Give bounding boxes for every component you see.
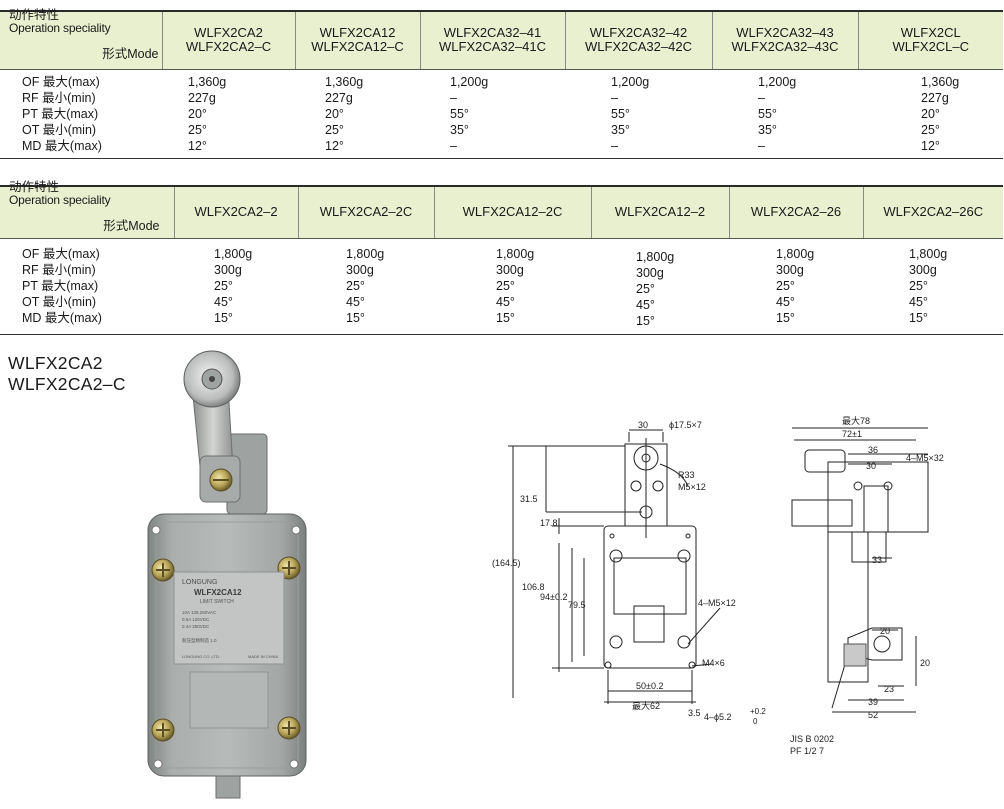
svg-text:M5×12: M5×12: [678, 482, 706, 492]
svg-text:0.4A 250VDC: 0.4A 250VDC: [182, 624, 210, 629]
svg-text:72±1: 72±1: [842, 429, 862, 439]
svg-text:20: 20: [920, 658, 930, 668]
svg-text:(164.5): (164.5): [492, 558, 521, 568]
row-labels: OF 最大(max) RF 最小(min) PT 最大(max) OT 最小(m…: [0, 238, 174, 335]
svg-text:4–M5×32: 4–M5×32: [906, 453, 944, 463]
svg-text:M4×6: M4×6: [702, 658, 725, 668]
column-header: WLFX2CA2–26C: [862, 185, 1003, 239]
svg-text:30: 30: [638, 420, 648, 430]
value-cell: 1,200g–55°35°–: [712, 69, 858, 159]
table-body-row: OF 最大(max) RF 最小(min) PT 最大(max) OT 最小(m…: [0, 238, 1003, 335]
svg-text:0.6A 125VDC: 0.6A 125VDC: [182, 617, 210, 622]
svg-text:50±0.2: 50±0.2: [636, 681, 663, 691]
svg-text:4–M5×12: 4–M5×12: [698, 598, 736, 608]
svg-text:52: 52: [868, 710, 878, 720]
model-label: WLFX2CA12: [194, 588, 242, 597]
svg-text:33: 33: [872, 555, 882, 565]
screw-icon: [151, 556, 301, 742]
spec-table-1: 形式Mode 动作特性 Operation speciality WLFX2CA…: [0, 8, 1003, 159]
svg-text:10A 125.250VAC: 10A 125.250VAC: [182, 610, 217, 615]
column-header: WLFX2CA12–2: [590, 185, 729, 239]
table-header-row: 形式Mode 动作特性 Operation speciality WLFX2CA…: [0, 181, 1003, 239]
svg-text:JIS B 0202: JIS B 0202: [790, 734, 834, 744]
table-body-row: OF 最大(max) RF 最小(min) PT 最大(max) OT 最小(m…: [0, 69, 1003, 159]
column-header: WLFX2CA12–2C: [433, 185, 591, 239]
svg-text:MADE IN CHINA: MADE IN CHINA: [248, 654, 279, 659]
svg-text:94±0.2: 94±0.2: [540, 592, 567, 602]
svg-text:17.8: 17.8: [540, 518, 558, 528]
svg-text:3.5: 3.5: [688, 708, 701, 718]
svg-text:106.8: 106.8: [522, 582, 545, 592]
limit-switch-photo: LONGUNG WLFX2CA12 LIMIT SWITCH 10A 125.2…: [147, 350, 307, 799]
svg-text:+0.2: +0.2: [750, 707, 766, 716]
svg-text:79.5: 79.5: [568, 600, 586, 610]
value-cell: 1,200g–55°35°–: [420, 69, 565, 159]
svg-text:4–ϕ5.2: 4–ϕ5.2: [704, 712, 732, 722]
svg-text:20: 20: [880, 626, 890, 636]
table-header-row: 形式Mode 动作特性 Operation speciality WLFX2CA…: [0, 8, 1003, 70]
mode-label: 形式Mode: [103, 219, 160, 234]
mode-label: 形式Mode: [102, 47, 159, 62]
op-label-en: Operation speciality: [9, 193, 111, 208]
op-label-cn: 动作特性: [9, 180, 60, 195]
model-title: WLFX2CA2 WLFX2CA2–C: [8, 353, 126, 394]
svg-text:PF 1/2 7: PF 1/2 7: [790, 746, 824, 756]
op-label-cn: 动作特性: [9, 8, 60, 23]
svg-text:R33: R33: [678, 470, 695, 480]
header-corner-cell: 形式Mode 动作特性 Operation speciality: [0, 181, 174, 239]
svg-text:LONGUNG CO.,LTD.: LONGUNG CO.,LTD.: [182, 654, 220, 659]
value-cell: 1,200g–55°35°–: [565, 69, 712, 159]
svg-text:23: 23: [884, 684, 894, 694]
svg-text:ϕ17.5×7: ϕ17.5×7: [669, 420, 702, 430]
svg-text:0: 0: [753, 717, 758, 726]
spec-table-2: 形式Mode 动作特性 Operation speciality WLFX2CA…: [0, 181, 1003, 335]
svg-text:30: 30: [866, 461, 876, 471]
header-corner-cell: 形式Mode 动作特性 Operation speciality: [0, 8, 162, 70]
brand-label: LONGUNG: [182, 579, 217, 586]
svg-text:最大78: 最大78: [842, 415, 870, 426]
column-header: WLFX2CA2–2C: [297, 185, 434, 239]
svg-text:36: 36: [868, 445, 878, 455]
svg-text:39: 39: [868, 697, 878, 707]
column-header: WLFX2CA2–26: [728, 185, 863, 239]
type-label: LIMIT SWITCH: [200, 599, 234, 605]
svg-text:31.5: 31.5: [520, 494, 538, 504]
row-labels: OF 最大(max) RF 最小(min) PT 最大(max) OT 最小(m…: [0, 69, 162, 159]
svg-text:耐压型精制造 1.0: 耐压型精制造 1.0: [182, 637, 217, 644]
dimension-drawing: 30 ϕ17.5×7 R33 M5×12 31.5 17.8 (164.5) 1…: [492, 415, 944, 756]
svg-text:最大62: 最大62: [632, 700, 660, 711]
column-header: WLFX2CA2–2: [173, 185, 298, 239]
op-label-en: Operation speciality: [9, 21, 111, 36]
